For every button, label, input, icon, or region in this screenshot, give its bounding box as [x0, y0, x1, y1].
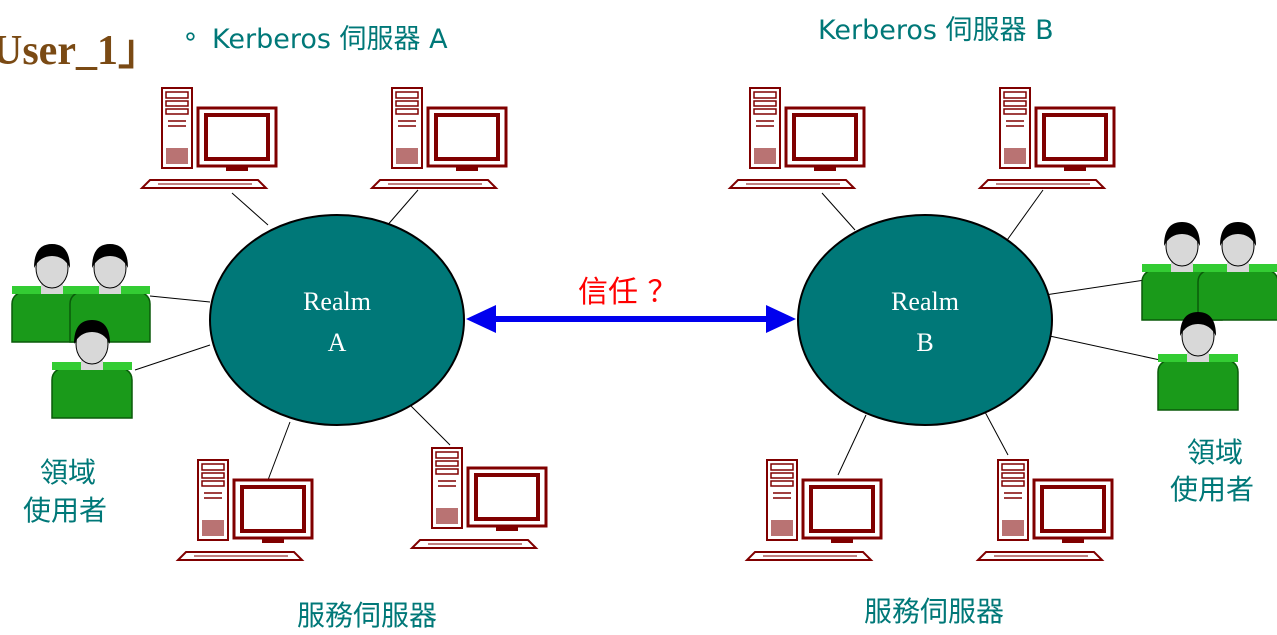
domain-users-right-icon: [1141, 221, 1277, 411]
trust-label: 信任 ？: [578, 275, 678, 310]
domain-users-left-label-line2: 使用者: [23, 494, 108, 527]
realm-a-label-line2: A: [327, 328, 347, 357]
kerberos-server-a-computer: [140, 86, 278, 190]
domain-users-left-icon: [11, 243, 151, 419]
realm-a-ellipse: [209, 214, 465, 426]
kerberos-server-b2-computer: [978, 86, 1116, 190]
service-server-a2-computer: [410, 446, 548, 550]
service-server-b2-computer: [976, 458, 1114, 562]
domain-users-right-label-line2: 使用者: [1170, 473, 1255, 506]
kerberos-server-b-label: Kerberos 伺服器 B: [818, 15, 1054, 46]
service-server-a1-computer: [176, 458, 314, 562]
realm-a-label-line1: Realm: [303, 287, 371, 316]
realm-b-label-line2: B: [916, 328, 934, 357]
kerberos-server-a-label: Kerberos 伺服器 A: [212, 24, 448, 55]
domain-users-left-label-line1: 領域: [40, 456, 97, 489]
trust-arrow: [466, 305, 796, 333]
user-title: User_1」: [0, 28, 160, 74]
kerberos-server-b-computer: [728, 86, 866, 190]
connector-lines: [134, 189, 1161, 481]
realm-b-ellipse: [797, 214, 1053, 426]
bullet-icon: ∘: [182, 21, 199, 52]
realm-b-label-line1: Realm: [891, 287, 959, 316]
service-server-b1-computer: [745, 458, 883, 562]
domain-users-right-label-line1: 領域: [1187, 436, 1244, 469]
service-servers-b-label: 服務伺服器: [864, 595, 1005, 628]
kerberos-server-a2-computer: [370, 86, 508, 190]
service-servers-a-label: 服務伺服器: [297, 599, 438, 632]
